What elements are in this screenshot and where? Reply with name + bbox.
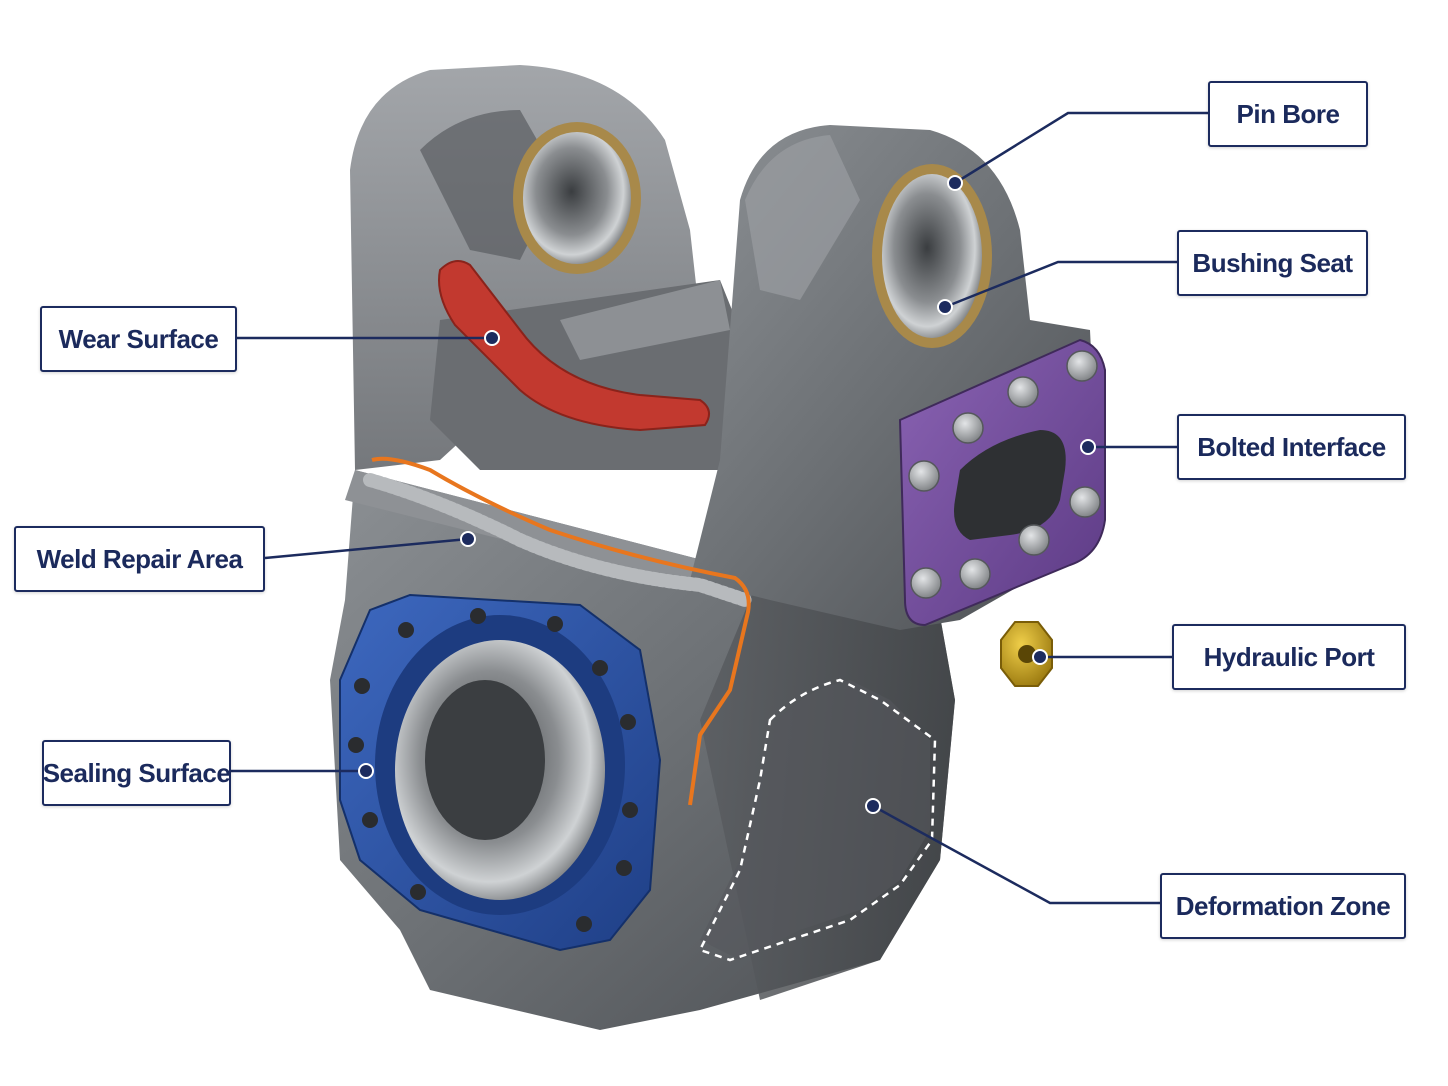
leader-pin-bore <box>954 111 1208 185</box>
bushing-seat-label: Bushing Seat <box>1192 247 1353 278</box>
wear-surface-callout: Wear Surface <box>40 306 237 372</box>
wear-surface-label: Wear Surface <box>58 323 219 354</box>
weld-bead <box>363 473 752 607</box>
leader-lines <box>231 111 1208 905</box>
bolted-interface-plate <box>898 338 1106 627</box>
deformation-zone-callout: Deformation Zone <box>1160 873 1406 939</box>
sealing-surface-callout: Sealing Surface <box>42 740 231 806</box>
flange-bolt-holes <box>348 608 638 932</box>
deformation-zone-label: Deformation Zone <box>1175 890 1391 921</box>
leader-deformation-zone <box>872 804 1160 905</box>
leader-bushing-seat <box>944 260 1177 309</box>
hydraulic-port-fitting <box>1000 621 1053 687</box>
weld-repair-outline <box>371 456 751 806</box>
pin-bore-callout: Pin Bore <box>1208 81 1368 147</box>
weld-repair-area-label: Weld Repair Area <box>36 543 243 574</box>
weld-repair-area-callout: Weld Repair Area <box>14 526 265 592</box>
deformation-zone-region <box>698 678 937 962</box>
leader-endpoints <box>358 175 1096 814</box>
bolted-interface-callout: Bolted Interface <box>1177 414 1406 480</box>
right-pin-bore <box>872 164 992 348</box>
bolt-heads <box>908 350 1101 599</box>
hydraulic-port-callout: Hydraulic Port <box>1172 624 1406 690</box>
bolted-interface-label: Bolted Interface <box>1197 431 1386 462</box>
sealing-surface-label: Sealing Surface <box>42 757 231 788</box>
bushing-seat-callout: Bushing Seat <box>1177 230 1368 296</box>
leader-weld-repair <box>264 537 469 560</box>
left-pin-bore <box>513 122 641 274</box>
pin-bore-label: Pin Bore <box>1236 98 1340 129</box>
hydraulic-port-label: Hydraulic Port <box>1203 641 1375 672</box>
sealing-flange <box>339 593 662 952</box>
